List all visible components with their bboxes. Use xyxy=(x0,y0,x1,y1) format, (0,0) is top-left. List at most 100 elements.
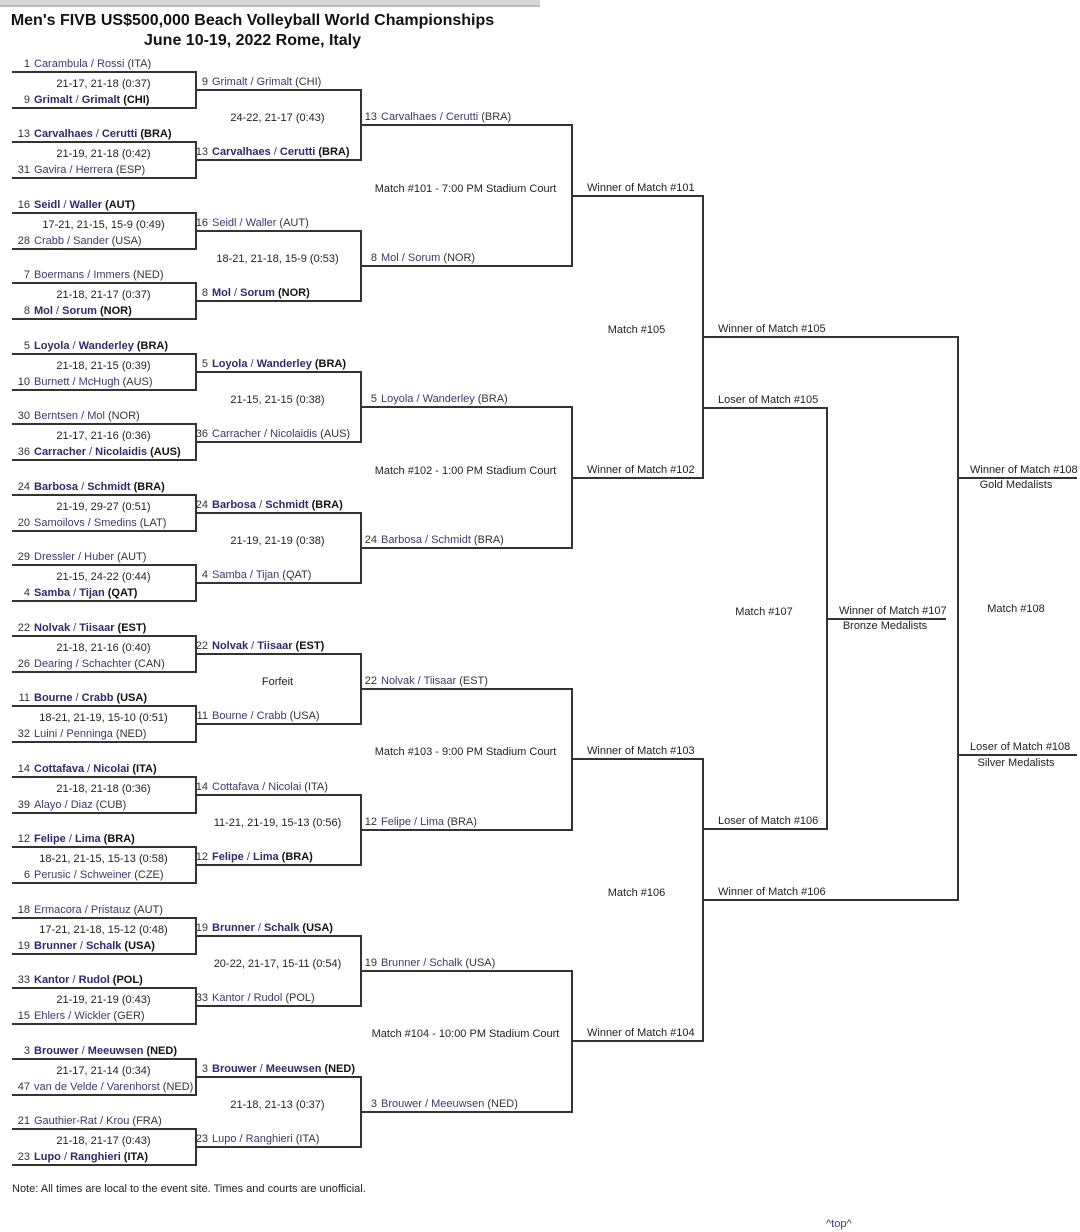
player-link[interactable]: Berntsen xyxy=(34,410,79,423)
player-link[interactable]: Cottafava xyxy=(212,780,260,793)
player-link[interactable]: Mol xyxy=(212,287,231,300)
player-link[interactable]: Dressler xyxy=(34,551,75,564)
player-link[interactable]: Cerutti xyxy=(101,128,138,141)
player-link[interactable]: Loyola xyxy=(34,339,70,352)
player-link[interactable]: Kantor xyxy=(34,974,70,987)
player-link[interactable]: Luini xyxy=(34,728,58,741)
player-link[interactable]: Barbosa xyxy=(34,480,79,493)
player-link[interactable]: Dearing xyxy=(34,657,73,670)
player-link[interactable]: Perusic xyxy=(34,869,71,882)
player-link[interactable]: Herrera xyxy=(75,164,113,177)
player-link[interactable]: Loyola xyxy=(381,393,414,406)
player-link[interactable]: Lupo xyxy=(212,1133,237,1146)
player-link[interactable]: Bourne xyxy=(212,710,248,723)
player-link[interactable]: Tiisaar xyxy=(79,621,115,634)
player-link[interactable]: Burnett xyxy=(34,375,70,388)
player-link[interactable]: Nicolai xyxy=(93,762,130,775)
player-link[interactable]: Carracher xyxy=(212,428,261,441)
player-link[interactable]: van de Velde xyxy=(34,1080,98,1093)
player-link[interactable]: Boermans xyxy=(34,269,85,282)
player-link[interactable]: Rossi xyxy=(96,58,125,70)
player-link[interactable]: Mol xyxy=(381,252,399,265)
player-link[interactable]: Carracher xyxy=(34,446,86,459)
player-link[interactable]: Brunner xyxy=(381,956,421,969)
player-link[interactable]: Sorum xyxy=(62,305,97,318)
player-link[interactable]: Cerutti xyxy=(445,111,479,124)
player-link[interactable]: Ermacora xyxy=(34,903,82,916)
player-link[interactable]: Wickler xyxy=(74,1010,111,1023)
player-link[interactable]: Krou xyxy=(106,1115,130,1128)
player-link[interactable]: Wanderley xyxy=(78,339,134,352)
player-link[interactable]: Schalk xyxy=(263,921,300,934)
player-link[interactable]: Huber xyxy=(84,551,115,564)
player-link[interactable]: Wanderley xyxy=(256,357,312,370)
player-link[interactable]: Carambula xyxy=(34,58,88,70)
player-link[interactable]: Sorum xyxy=(240,287,275,300)
player-link[interactable]: Diaz xyxy=(70,798,93,811)
player-link[interactable]: Carvalhaes xyxy=(212,146,271,159)
player-link[interactable]: Schalk xyxy=(85,939,122,952)
player-link[interactable]: Barbosa xyxy=(212,498,257,511)
player-link[interactable]: Felipe xyxy=(34,833,66,846)
player-link[interactable]: Carvalhaes xyxy=(381,111,437,124)
player-link[interactable]: Smedins xyxy=(93,516,137,529)
player-link[interactable]: Barbosa xyxy=(381,534,422,547)
player-link[interactable]: Nicolai xyxy=(268,780,302,793)
player-link[interactable]: Lupo xyxy=(34,1151,61,1164)
player-link[interactable]: Brouwer xyxy=(381,1097,422,1110)
player-link[interactable]: Schachter xyxy=(81,657,132,670)
player-link[interactable]: Nolvak xyxy=(381,674,415,687)
player-link[interactable]: Schmidt xyxy=(87,480,131,493)
player-link[interactable]: Ehlers xyxy=(34,1010,66,1023)
player-link[interactable]: Samoilovs xyxy=(34,516,85,529)
player-link[interactable]: Mol xyxy=(87,410,105,423)
player-link[interactable]: Felipe xyxy=(212,851,244,864)
player-link[interactable]: Meeuwsen xyxy=(431,1097,485,1110)
player-link[interactable]: Nolvak xyxy=(34,621,71,634)
player-link[interactable]: Samba xyxy=(212,569,247,582)
player-link[interactable]: Sorum xyxy=(407,252,441,265)
player-link[interactable]: Schweiner xyxy=(79,869,132,882)
player-link[interactable]: Lima xyxy=(252,851,279,864)
player-link[interactable]: Grimalt xyxy=(256,76,293,88)
player-link[interactable]: Pristauz xyxy=(90,903,131,916)
player-link[interactable]: Penninga xyxy=(66,728,113,741)
player-link[interactable]: Brunner xyxy=(212,921,255,934)
player-link[interactable]: Tijan xyxy=(255,569,280,582)
player-link[interactable]: Nicolaidis xyxy=(270,428,318,441)
player-link[interactable]: Schalk xyxy=(429,956,463,969)
player-link[interactable]: Ranghieri xyxy=(245,1133,293,1146)
player-link[interactable]: Wanderley xyxy=(422,393,475,406)
player-link[interactable]: Sander xyxy=(73,234,109,247)
player-link[interactable]: Felipe xyxy=(381,815,411,828)
player-link[interactable]: Rudol xyxy=(253,992,283,1005)
player-link[interactable]: Tiisaar xyxy=(257,639,293,652)
player-link[interactable]: Gauthier-Rat xyxy=(34,1115,97,1128)
player-link[interactable]: Varenhorst xyxy=(106,1080,160,1093)
player-link[interactable]: Seidl xyxy=(212,216,237,229)
player-link[interactable]: Seidl xyxy=(34,198,61,211)
player-link[interactable]: Meeuwsen xyxy=(87,1044,144,1057)
player-link[interactable]: Meeuwsen xyxy=(265,1062,322,1075)
player-link[interactable]: Lima xyxy=(74,833,101,846)
player-link[interactable]: Lima xyxy=(420,815,444,828)
player-link[interactable]: Crabb xyxy=(34,234,64,247)
player-link[interactable]: Rudol xyxy=(78,974,110,987)
player-link[interactable]: McHugh xyxy=(78,375,120,388)
player-link[interactable]: Crabb xyxy=(81,692,114,705)
player-link[interactable]: Immers xyxy=(93,269,130,282)
player-link[interactable]: Alayo xyxy=(34,798,62,811)
player-link[interactable]: Grimalt xyxy=(81,94,121,106)
player-link[interactable]: Kantor xyxy=(212,992,245,1005)
player-link[interactable]: Tijan xyxy=(79,587,105,600)
player-link[interactable]: Grimalt xyxy=(212,76,248,88)
player-link[interactable]: Bourne xyxy=(34,692,73,705)
back-to-top-link[interactable]: ^top^ xyxy=(826,1218,852,1230)
player-link[interactable]: Ranghieri xyxy=(70,1151,121,1164)
player-link[interactable]: Samba xyxy=(34,587,71,600)
player-link[interactable]: Carvalhaes xyxy=(34,128,93,141)
player-link[interactable]: Crabb xyxy=(256,710,287,723)
player-link[interactable]: Nolvak xyxy=(212,639,249,652)
player-link[interactable]: Cottafava xyxy=(34,762,85,775)
player-link[interactable]: Grimalt xyxy=(34,94,73,106)
